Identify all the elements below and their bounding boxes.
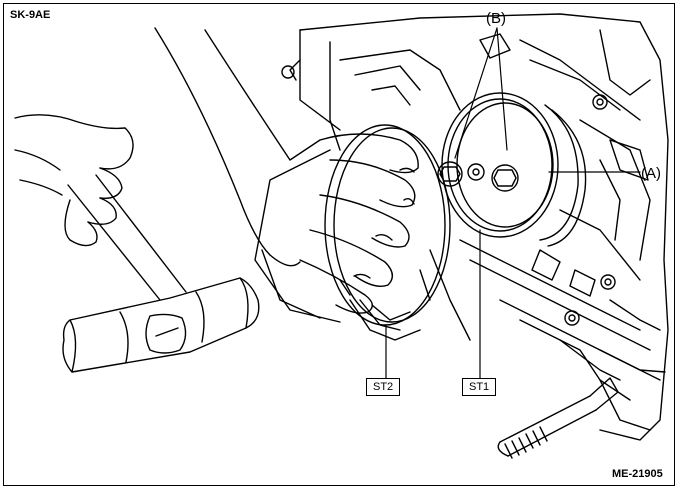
tool-label-st2: ST2	[366, 378, 401, 396]
left-hand	[14, 114, 134, 247]
engine-block	[281, 13, 669, 441]
figure-code-top: SK-9AE	[10, 9, 51, 21]
pulley-assembly	[437, 92, 587, 247]
leader-lines	[385, 27, 641, 379]
st1-rod	[497, 377, 619, 459]
hammer	[62, 174, 260, 373]
right-hand	[154, 27, 419, 314]
callout-a: (A)	[641, 165, 661, 182]
callout-b: (B)	[486, 10, 506, 27]
tool-label-st1: ST1	[462, 378, 497, 396]
st2-holder-wheel	[254, 124, 451, 341]
figure-frame	[3, 3, 675, 486]
figure-code-bottom: ME-21905	[612, 468, 663, 480]
